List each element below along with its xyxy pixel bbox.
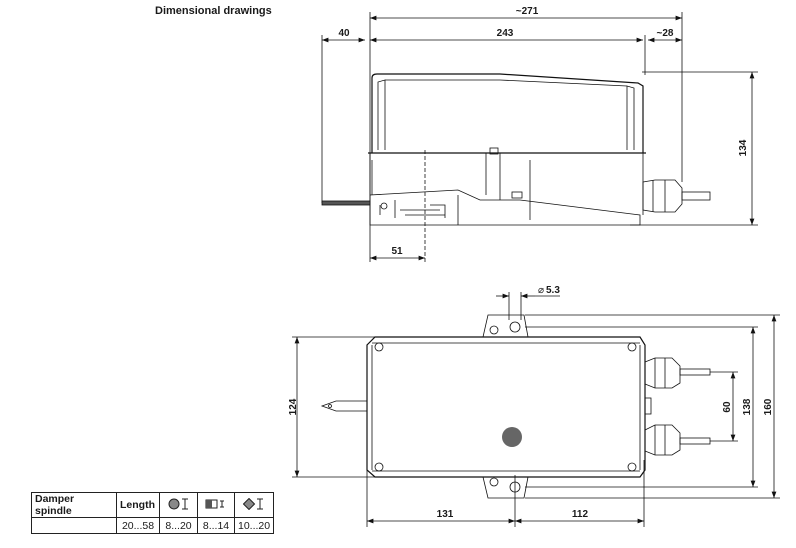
round-spindle-icon (168, 498, 188, 509)
dim-gland-spacing: 60 (722, 401, 733, 413)
dim-gland-length: ~28 (657, 28, 674, 39)
dim-axis-to-right: 112 (572, 509, 589, 520)
square-spindle-icon (205, 499, 224, 508)
cell-spindle (31, 517, 117, 534)
header-length: Length (116, 492, 160, 518)
dim-width: 124 (288, 398, 299, 415)
dim-height: 134 (738, 139, 749, 156)
cell-round: 8...20 (159, 517, 198, 534)
section-title: Dimensional drawings (155, 5, 272, 17)
header-square-spindle (197, 492, 235, 518)
diamond-spindle-icon (242, 497, 264, 510)
cell-diamond: 10...20 (233, 517, 275, 534)
header-damper-spindle: Damper spindle (31, 492, 117, 518)
dim-spindle-offset: 40 (338, 28, 350, 39)
side-view (321, 12, 758, 262)
top-view (292, 292, 780, 527)
dim-axis-offset: 51 (391, 246, 403, 257)
damper-spindle-table: Damper spindle Length 20...58 8...20 8..… (31, 492, 275, 534)
cell-square: 8...14 (197, 517, 235, 534)
table-header-row: Damper spindle Length (31, 492, 275, 518)
cell-length: 20...58 (116, 517, 160, 534)
dim-mount-width: 138 (742, 398, 753, 415)
dim-overall-length: ~271 (516, 6, 539, 17)
dim-outer-width: 160 (763, 398, 774, 415)
header-diamond-spindle (233, 492, 275, 518)
header-round-spindle (159, 492, 198, 518)
table-row: 20...58 8...20 8...14 10...20 (31, 517, 275, 534)
dim-body-length: 243 (497, 28, 514, 39)
dim-left-to-axis: 131 (437, 509, 454, 520)
center-marker (502, 427, 522, 447)
dim-hole-symbol: ⌀ (538, 285, 544, 296)
dim-hole-diameter: 5.3 (546, 285, 560, 296)
